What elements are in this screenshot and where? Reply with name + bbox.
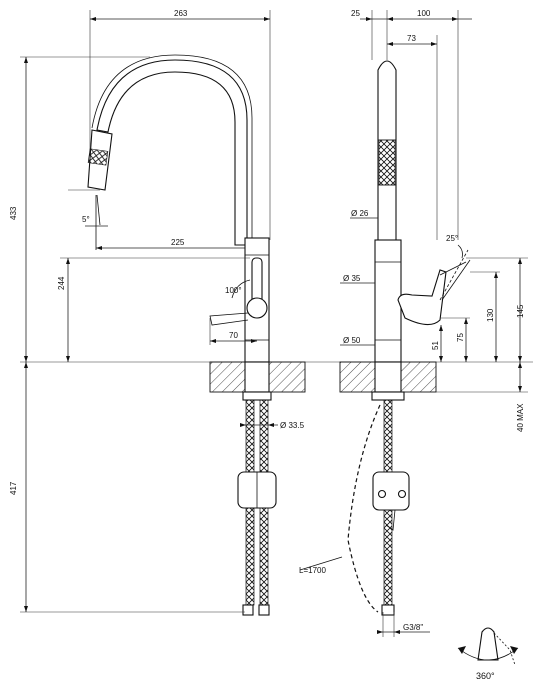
dim-side-hose-length: L=1700 [299,566,326,575]
dim-side-height-51: 51 [431,341,440,350]
dim-side-base-diameter: Ø 50 [343,336,361,345]
dim-front-lever-angle: 100° [225,286,242,295]
side-spray-head [378,139,396,186]
dim-front-spout-reach: 225 [171,238,185,247]
dim-side-height-145: 145 [516,304,525,318]
side-lever [397,269,447,326]
rotation-symbol: 360° [457,627,519,681]
dim-side-upper-diameter: Ø 26 [351,209,369,218]
dim-side-height-75: 75 [456,333,465,342]
dim-side-deck-max: 40 MAX [516,403,525,432]
dim-side-depth: 100 [417,9,431,18]
dim-front-width: 263 [174,9,188,18]
side-hose-weight [372,471,410,511]
dim-front-lever-reach: 70 [229,331,238,340]
rotation-label: 360° [476,671,495,681]
dim-side-lever-angle: 25° [446,234,458,243]
dim-front-below-deck: 417 [9,481,18,495]
dim-front-spout-angle: 5° [82,215,90,224]
dim-side-mid-diameter: Ø 35 [343,274,361,283]
gooseneck-spout [96,59,248,246]
side-body [374,239,402,363]
front-view: 263 433 5° 225 100° [9,9,533,616]
dim-side-thread: G3/8" [403,623,423,632]
dim-front-lever-height: 244 [57,276,66,290]
dim-front-hose-diameter: Ø 33.5 [280,421,305,430]
dim-side-height-130: 130 [486,308,495,322]
dim-front-height: 433 [9,206,18,220]
dim-side-spout-offset: 73 [407,34,416,43]
side-view: 25 100 73 Ø 26 Ø 35 Ø 50 25° [299,9,528,637]
dim-side-offset: 25 [351,9,360,18]
